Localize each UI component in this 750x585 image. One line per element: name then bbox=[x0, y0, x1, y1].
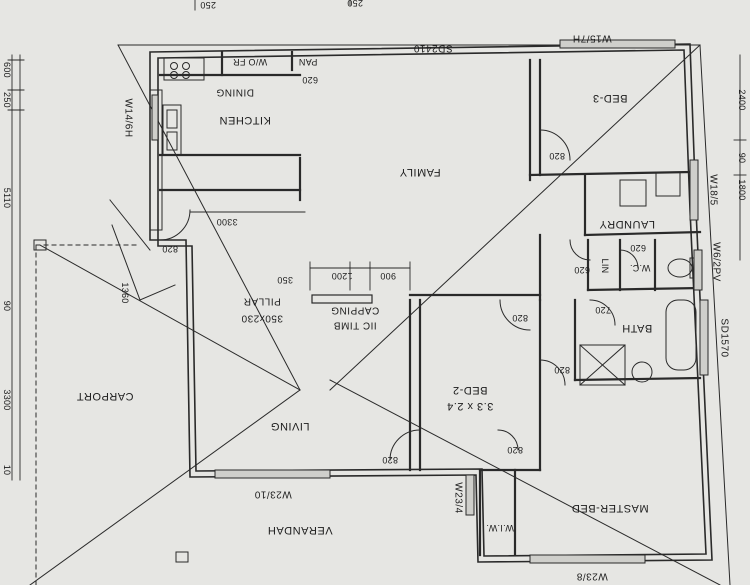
room-bed2-label: BED-2 bbox=[452, 384, 488, 396]
room-family-label: FAMILY bbox=[399, 166, 441, 178]
room-kitchen-label: KITCHEN bbox=[219, 114, 271, 126]
window-w14-6h: W14/6H bbox=[122, 98, 134, 138]
pillar-size-label: 350x230 bbox=[241, 312, 283, 324]
room-living-label: LIVING bbox=[270, 420, 310, 432]
dimension-lines bbox=[7, 0, 747, 481]
dim-350: 350 bbox=[277, 275, 293, 285]
room-bath-label: BATH bbox=[621, 322, 653, 334]
door-entry: 820 bbox=[162, 244, 178, 254]
window-w6-2pv: W6/2PV bbox=[710, 242, 722, 282]
door-bed2: 820 bbox=[554, 365, 570, 375]
kitchen-fixtures bbox=[149, 57, 205, 231]
room-dining-label: DINING bbox=[216, 86, 254, 98]
window-sd1570: SD1570 bbox=[718, 318, 730, 358]
room-lin-label: LIN bbox=[600, 258, 610, 274]
dim-left-250: 250 bbox=[2, 92, 12, 108]
room-carport-label: CARPORT bbox=[76, 390, 134, 402]
room-bed3-label: BED-3 bbox=[592, 92, 628, 104]
dim-left-5110: 5110 bbox=[2, 187, 12, 209]
room-wiw-label: W.I.W. bbox=[486, 523, 514, 533]
window-w15-7h: W15/7H bbox=[572, 32, 612, 44]
dim-right-1800: 1800 bbox=[737, 179, 747, 201]
window-w23-4: W23/4 bbox=[452, 482, 464, 514]
posts bbox=[33, 239, 189, 563]
window-sd2410: SD2410 bbox=[413, 42, 453, 54]
door-bath: 720 bbox=[595, 305, 611, 315]
door-lin: 620 bbox=[630, 243, 646, 253]
fridge-label: W/O FR bbox=[232, 57, 268, 67]
dim-left-10: 10 bbox=[2, 464, 12, 476]
outer-walls bbox=[149, 43, 713, 563]
room-laundry-label: LAUNDRY bbox=[599, 218, 655, 230]
dim-right-2400: 2400 bbox=[737, 89, 747, 111]
door-living: 820 bbox=[382, 455, 398, 465]
door-kitchen: 620 bbox=[302, 75, 318, 85]
dim-1360: 1360 bbox=[120, 282, 130, 304]
door-laundry: 620 bbox=[574, 265, 590, 275]
window-w23-8: W23/8 bbox=[576, 570, 608, 582]
dim-3300: 3300 bbox=[216, 217, 238, 227]
dim-1200: 1200 bbox=[331, 271, 353, 281]
pillar-label: PILLAR bbox=[243, 295, 281, 307]
interior-walls bbox=[158, 50, 702, 557]
dim-left-3300: 3300 bbox=[2, 389, 12, 411]
window-w18-5: W18/5 bbox=[707, 174, 719, 206]
timber-capping-label-2: CAPPING bbox=[330, 304, 380, 316]
pantry-label: PAN bbox=[298, 57, 318, 67]
door-swings bbox=[111, 129, 639, 461]
dim-900: 900 bbox=[380, 271, 396, 281]
door-family: 820 bbox=[512, 313, 528, 323]
door-bed3: 820 bbox=[549, 151, 565, 161]
dim-top-250a: 250 bbox=[200, 0, 216, 10]
room-verandah-label: VERANDAH bbox=[267, 524, 333, 536]
window-markers bbox=[151, 39, 709, 564]
room-master-label: MASTER-BED bbox=[571, 502, 649, 514]
timber-capping-label: IIC TIMB bbox=[333, 319, 377, 331]
dim-left-90: 90 bbox=[2, 300, 12, 312]
pillar-box bbox=[311, 294, 373, 304]
dim-top-250b: 250 bbox=[347, 0, 363, 8]
room-wc-label: W.C. bbox=[629, 263, 651, 273]
roof-lines bbox=[29, 44, 731, 585]
room-bed2-size: 3.3 x 2.4 bbox=[446, 400, 494, 412]
window-w23-10: W23/10 bbox=[254, 488, 292, 500]
dim-right-90: 90 bbox=[737, 152, 747, 164]
door-wiw: 820 bbox=[507, 445, 523, 455]
dim-left-600: 600 bbox=[2, 62, 12, 78]
wet-area-fixtures bbox=[579, 171, 699, 386]
